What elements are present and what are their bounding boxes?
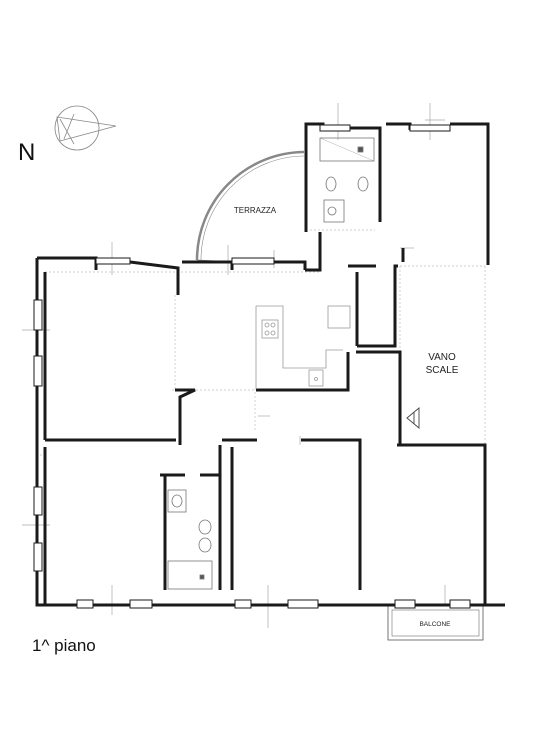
- upper-bathroom-fixtures: [319, 137, 375, 223]
- balcony-label: BALCONE: [419, 621, 451, 628]
- lower-bathroom-fixtures: [167, 489, 213, 590]
- north-label: N: [18, 139, 36, 166]
- windows: [33, 124, 471, 609]
- kitchen-counter: [255, 305, 351, 388]
- stairwell-label-line2: SCALE: [426, 365, 459, 376]
- walls: [35, 122, 505, 607]
- floor-label: 1^ piano: [32, 636, 96, 655]
- stair-arrow-icon: [406, 407, 420, 429]
- terrace-label: TERRAZZA: [234, 206, 277, 215]
- stairwell-label-line1: VANO: [428, 352, 456, 363]
- compass-icon: [54, 105, 117, 151]
